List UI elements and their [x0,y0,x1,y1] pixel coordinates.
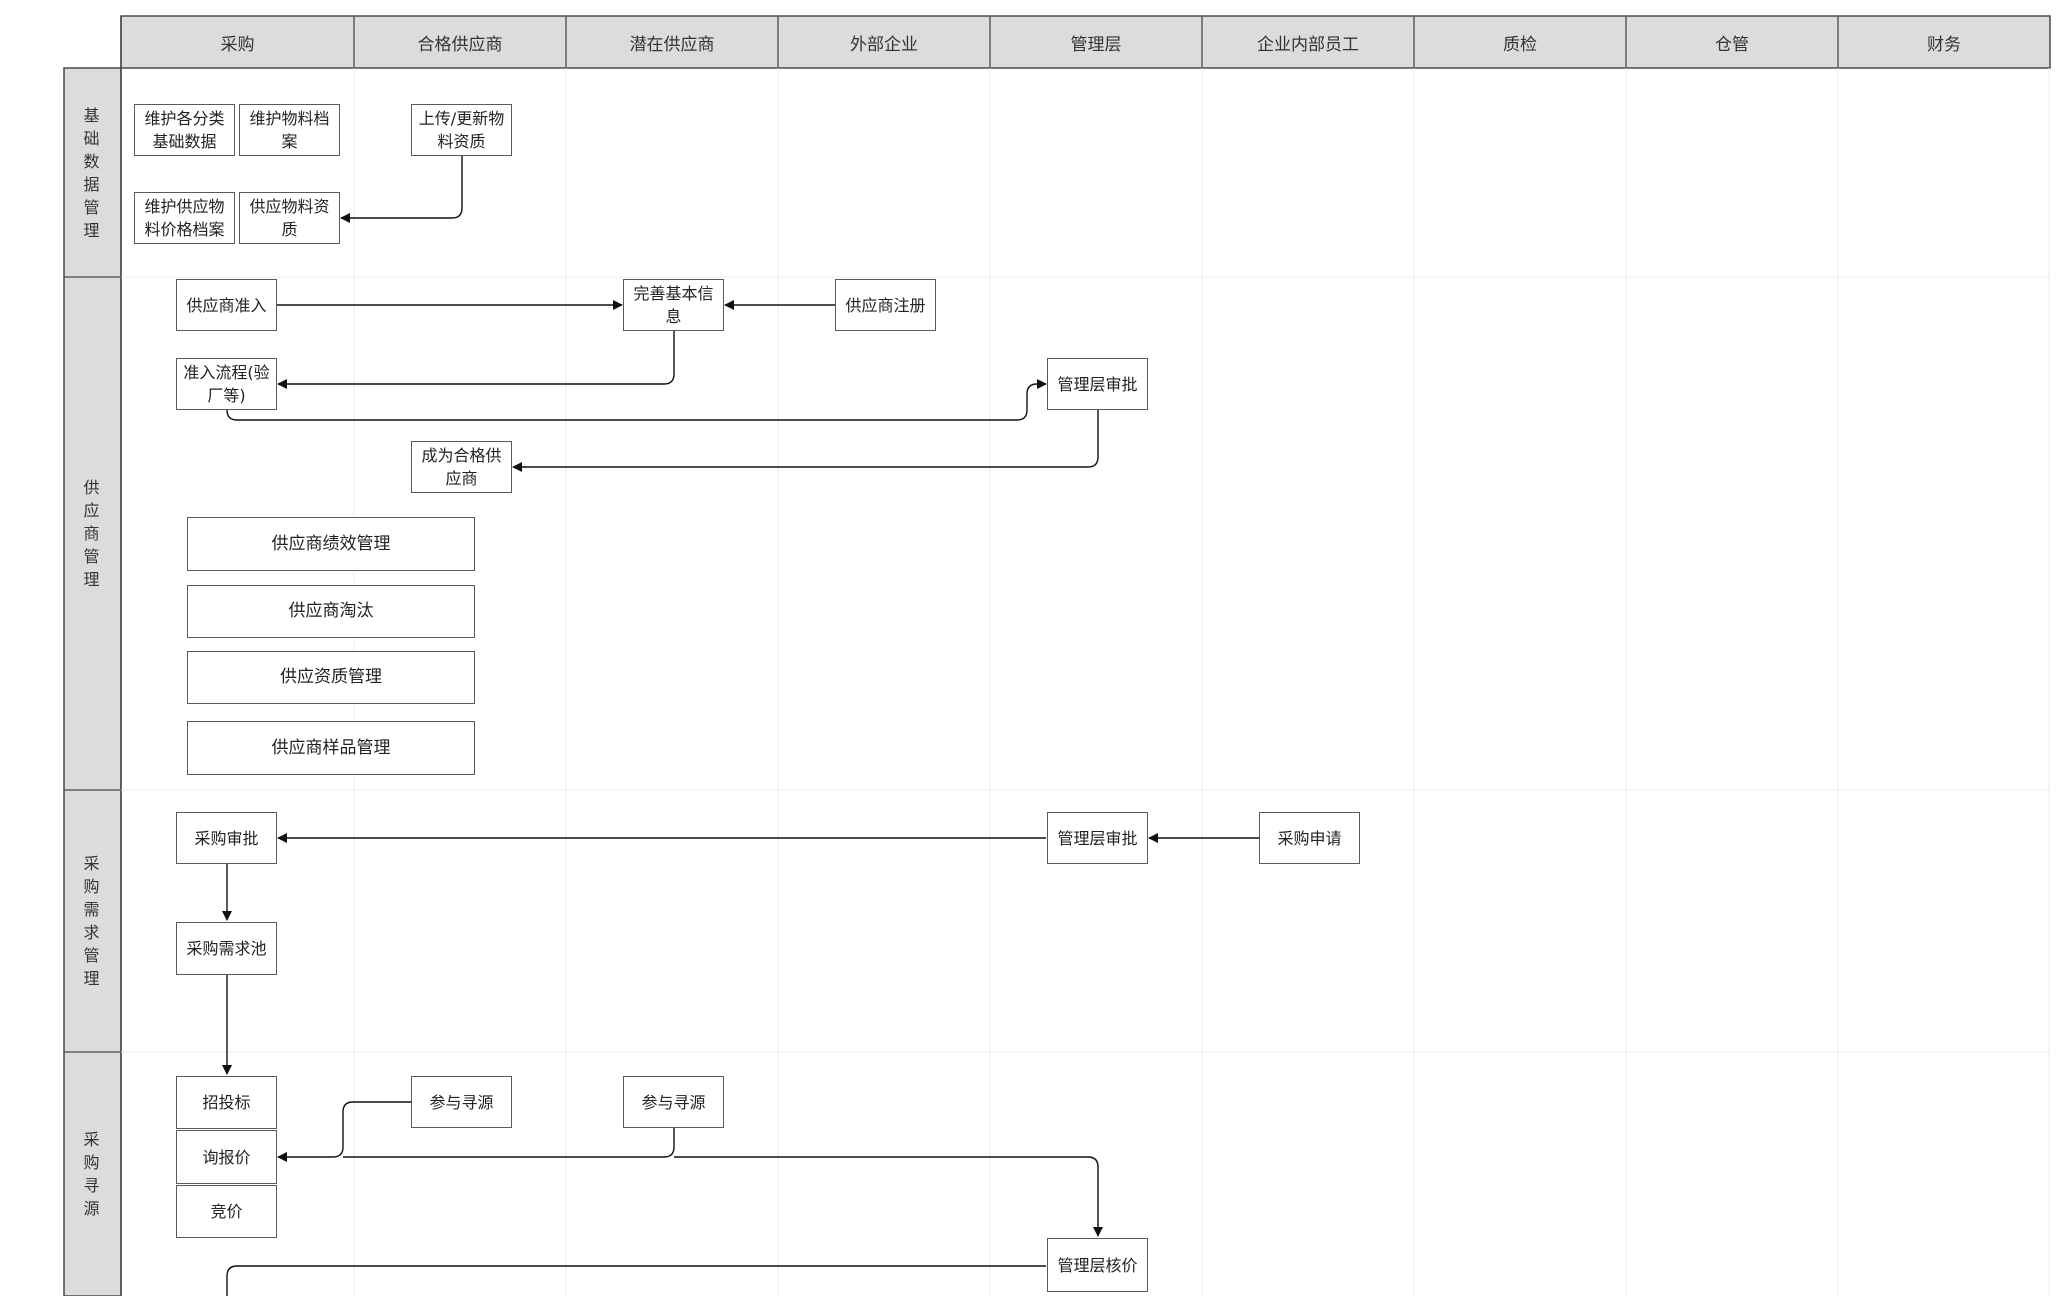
node-join-sourcing-qualified[interactable]: 参与寻源 [411,1076,512,1128]
arrow-sourcing-link-left [332,1146,344,1158]
lane-header-internal-staff: 企业内部员工 [1257,34,1359,55]
node-upload-material-qualification[interactable]: 上传/更新物料资质 [411,104,512,156]
phase-dividers [64,276,121,1053]
node-become-qualified-supplier[interactable]: 成为合格供应商 [411,441,512,493]
node-supplier-performance[interactable]: 供应商绩效管理 [187,517,475,571]
lane-header-quality-inspection: 质检 [1503,34,1537,55]
node-supplier-elimination[interactable]: 供应商淘汰 [187,585,475,638]
phase-label-demand-mgmt: 采购需求管理 [83,854,100,988]
lane-header-management: 管理层 [1070,34,1122,55]
node-management-approval-purchase[interactable]: 管理层审批 [1047,812,1148,864]
node-tender[interactable]: 招投标 [176,1076,277,1129]
node-maintain-material-file[interactable]: 维护物料档案 [239,104,340,156]
lane-header-external-enterprise: 外部企业 [850,34,918,55]
node-supplier-admission[interactable]: 供应商准入 [176,279,277,331]
node-supply-qualification-mgmt[interactable]: 供应资质管理 [187,651,475,704]
arrow-price-check-return [226,1265,1046,1296]
phase-label-sourcing: 采购寻源 [83,1130,100,1218]
lane-gridlines [121,68,2050,1296]
arrow-qualified-sourcing-to-inquiry [342,1101,411,1147]
node-supplier-registration[interactable]: 供应商注册 [835,279,936,331]
arrow-upload-to-supply-qualification [340,156,463,223]
lane-header-band [120,15,2051,69]
arrow-complete-info-to-admission-process [277,331,675,389]
arrow-inquiry-to-price-check [674,1156,1103,1237]
node-demand-pool[interactable]: 采购需求池 [176,922,277,975]
node-purchase-approval[interactable]: 采购审批 [176,812,277,864]
node-inquiry[interactable]: 询报价 [176,1130,277,1184]
node-admission-process[interactable]: 准入流程(验厂等) [176,358,277,410]
node-supply-material-qualification[interactable]: 供应物料资质 [239,192,340,244]
node-complete-basic-info[interactable]: 完善基本信息 [623,279,724,331]
lane-header-potential-supplier: 潜在供应商 [629,34,715,55]
header-dividers [353,16,1839,68]
lane-header-finance: 财务 [1927,34,1961,55]
node-supplier-sample-mgmt[interactable]: 供应商样品管理 [187,721,475,775]
node-maintain-category-data[interactable]: 维护各分类基础数据 [134,104,235,156]
phase-label-basic-data: 基础数据管理 [83,105,100,240]
arrow-sourcing-link-right [343,1146,675,1158]
phase-label-band [63,67,122,1296]
arrow-approval-to-qualified-supplier [512,409,1099,472]
lane-header-procurement: 采购 [220,34,255,55]
node-purchase-request[interactable]: 采购申请 [1259,812,1360,864]
node-join-sourcing-potential[interactable]: 参与寻源 [623,1076,724,1128]
lane-header-warehouse: 仓管 [1715,34,1749,55]
node-maintain-supply-price-file[interactable]: 维护供应物料价格档案 [134,192,235,244]
node-management-approval-supplier[interactable]: 管理层审批 [1047,358,1148,410]
node-management-price-check[interactable]: 管理层核价 [1047,1238,1148,1292]
arrow-admission-process-to-approval [226,379,1047,421]
phase-label-supplier-mgmt: 供应商管理 [83,478,100,589]
lane-header-qualified-supplier: 合格供应商 [417,34,503,55]
node-bidding[interactable]: 竞价 [176,1185,277,1238]
